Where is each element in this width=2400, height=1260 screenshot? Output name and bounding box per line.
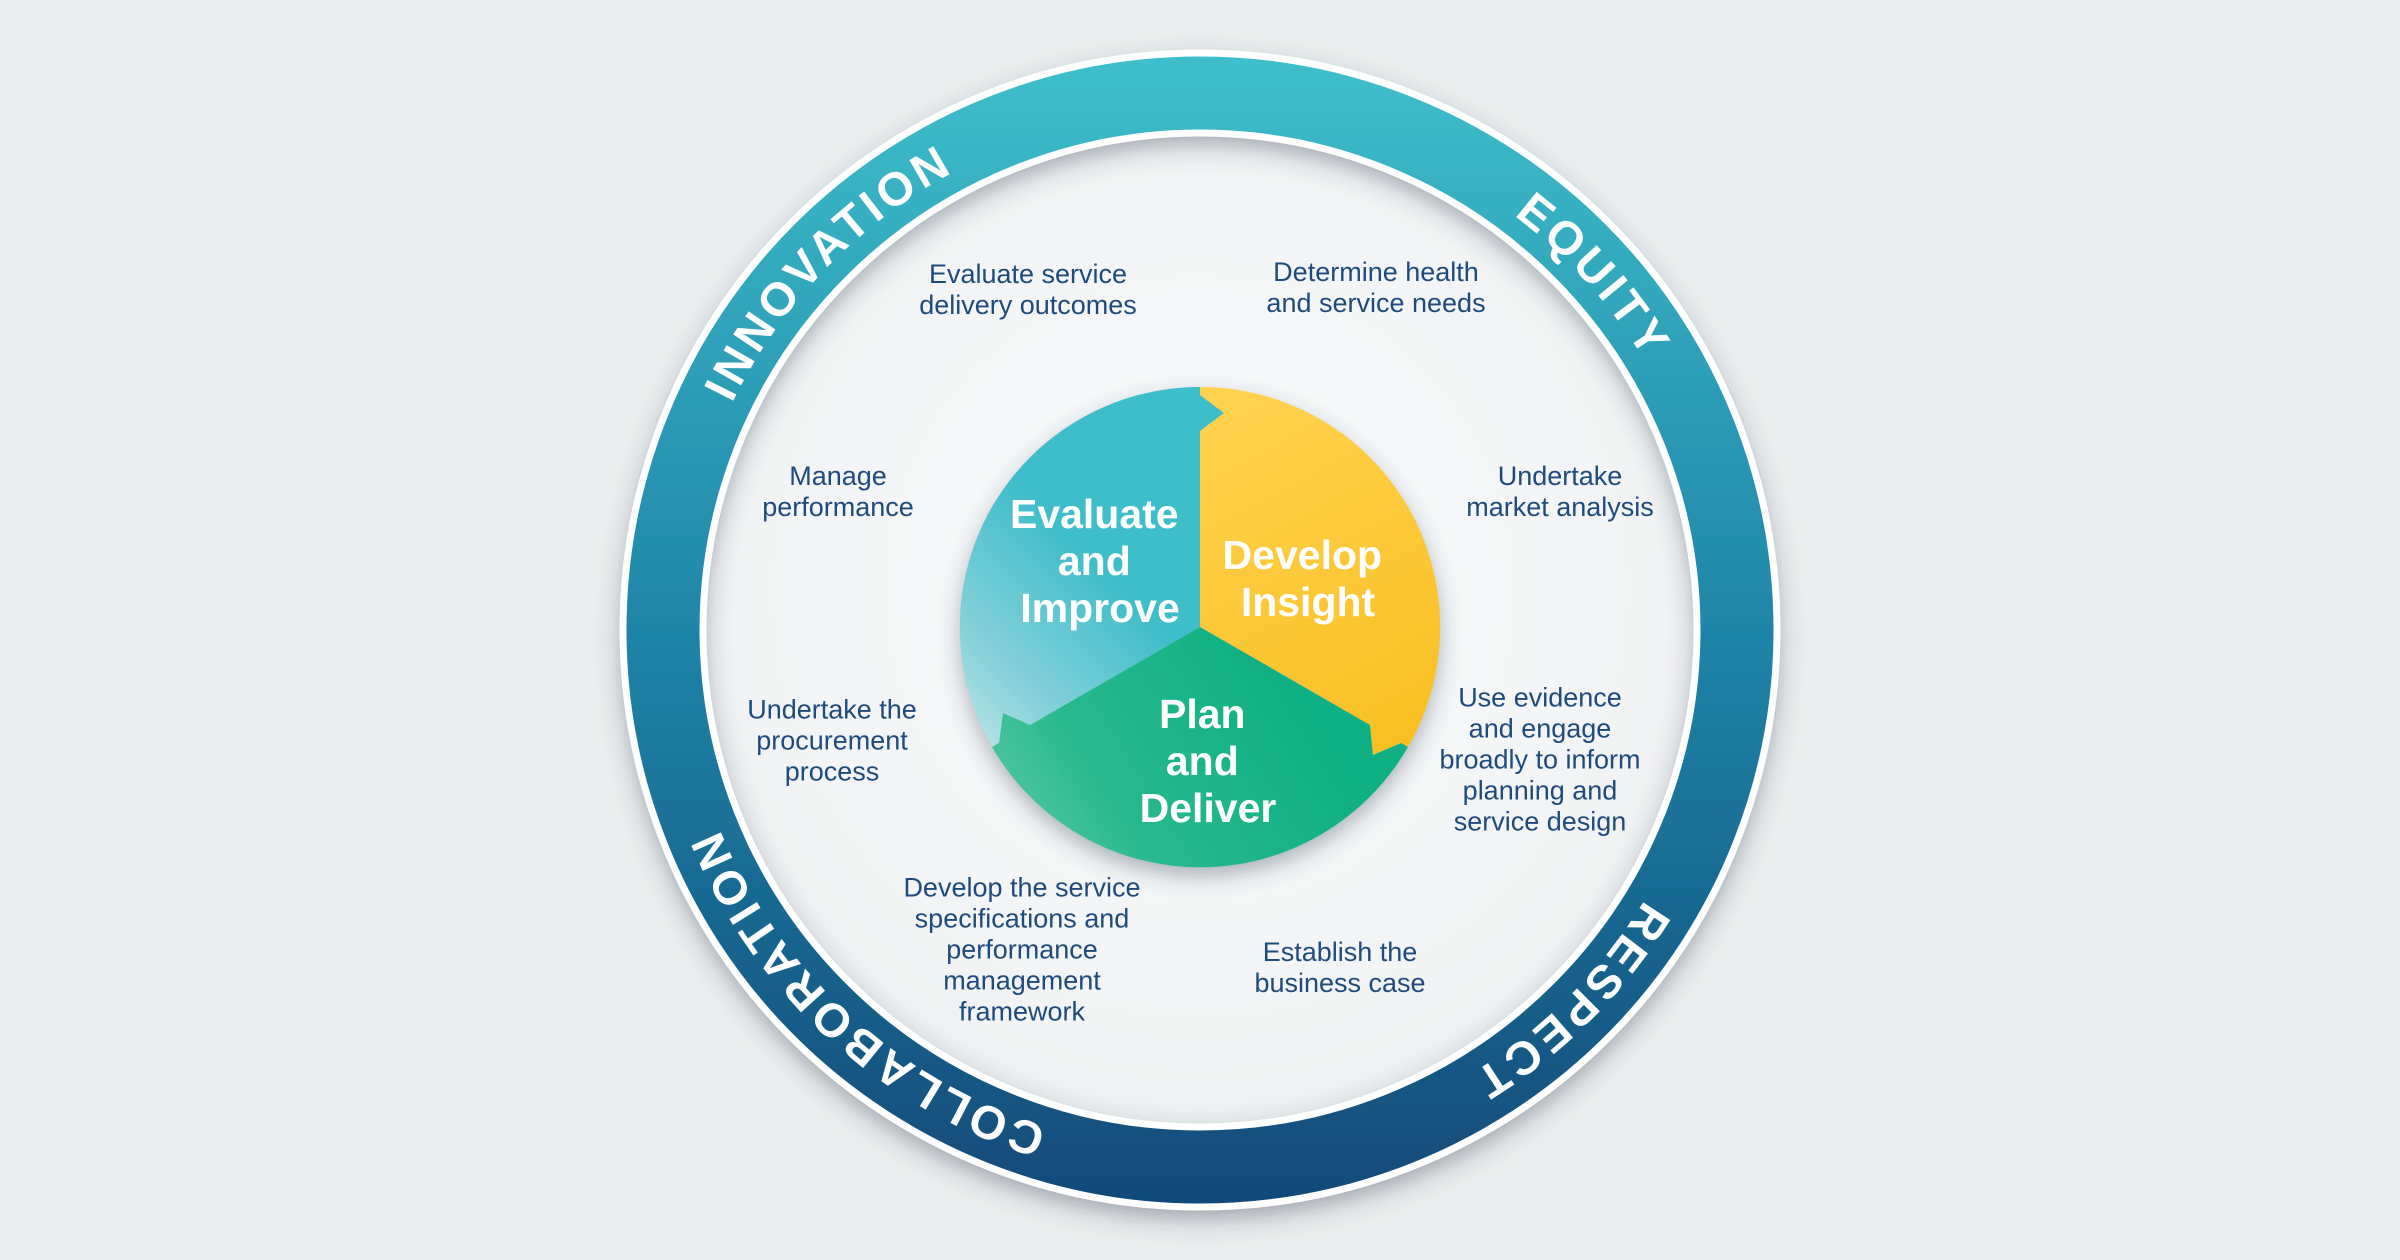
segment-evaluate-and-improve: [959, 386, 1224, 747]
segment-plan-and-deliver: [992, 627, 1408, 868]
ring-inner-edge: [699, 129, 1701, 1131]
activity-label-use-evidence-to-inform-planning: Use evidence and engage broadly to infor…: [1439, 682, 1641, 837]
activity-label-develop-service-specifications-framework: Develop the service specifications and p…: [903, 872, 1141, 1027]
activity-label-undertake-the-procurement-process: Undertake the procurement process: [747, 694, 917, 787]
activity-label-undertake-market-analysis: Undertake market analysis: [1466, 461, 1654, 522]
segment-label-evaluate-and-improve: Evaluate and Improve: [1010, 491, 1190, 631]
activity-label-establish-the-business-case: Establish the business case: [1254, 937, 1426, 998]
segment-develop-insight: [1200, 386, 1441, 755]
ring-outer-edge: [619, 49, 1781, 1211]
activity-label-manage-performance: Manage performance: [762, 461, 914, 522]
activity-label-determine-health-and-service-needs: Determine health and service needs: [1266, 257, 1486, 318]
segment-label-plan-and-deliver: Plan and Deliver: [1140, 691, 1277, 831]
segment-label-develop-insight: Develop Insight: [1223, 532, 1394, 625]
activity-label-evaluate-service-delivery-outcomes: Evaluate service delivery outcomes: [919, 259, 1137, 320]
